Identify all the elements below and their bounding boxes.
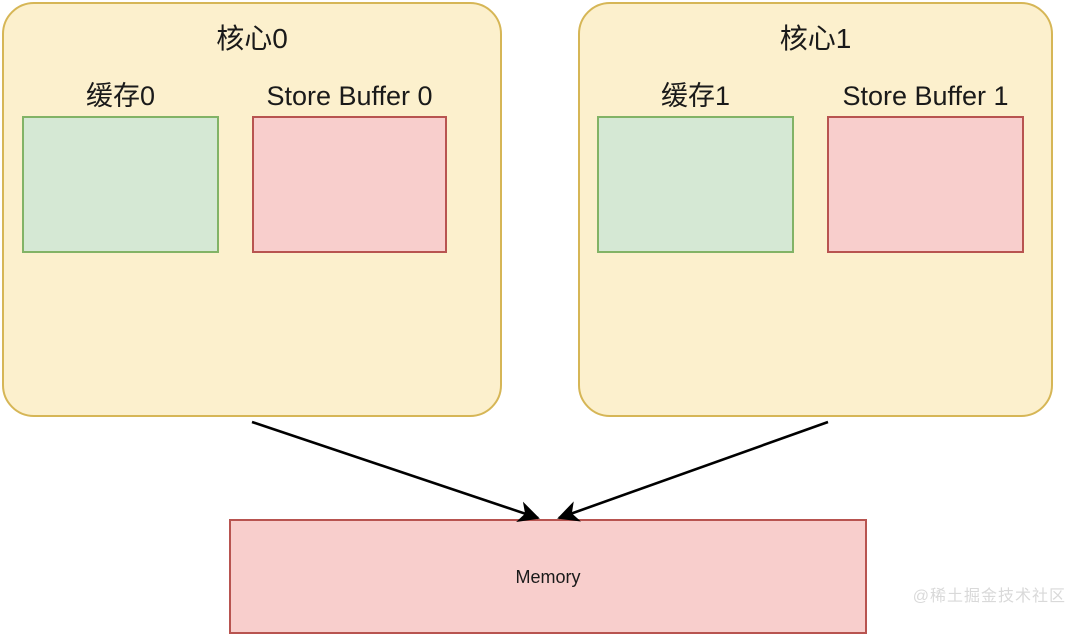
cache-0-label: 缓存0 xyxy=(85,81,156,111)
store-buffer-1-unit: Store Buffer 1 xyxy=(827,81,1024,253)
store-buffer-1-label: Store Buffer 1 xyxy=(842,81,1009,111)
cache-1-rect xyxy=(597,116,794,253)
core-0-title: 核心0 xyxy=(216,23,288,54)
memory-box: Memory xyxy=(229,519,867,634)
memory-label: Memory xyxy=(515,566,581,587)
cache-0-rect xyxy=(22,116,219,253)
store-buffer-0-rect xyxy=(252,116,447,253)
store-buffer-0-unit: Store Buffer 0 xyxy=(252,81,447,253)
watermark: @稀土掘金技术社区 xyxy=(912,588,1066,605)
core-box-0: 核心0 缓存0 Store Buffer 0 xyxy=(2,2,502,417)
cache-1-unit: 缓存1 xyxy=(597,81,794,253)
cache-1-label: 缓存1 xyxy=(660,81,731,111)
arrow-core0-to-memory xyxy=(251,420,540,522)
store-buffer-0-label: Store Buffer 0 xyxy=(266,81,433,111)
core-box-1: 核心1 缓存1 Store Buffer 1 xyxy=(578,2,1053,417)
store-buffer-1-rect xyxy=(827,116,1024,253)
cache-0-unit: 缓存0 xyxy=(22,81,219,253)
arrow-core1-to-memory xyxy=(557,420,829,522)
core-1-title: 核心1 xyxy=(779,23,852,54)
